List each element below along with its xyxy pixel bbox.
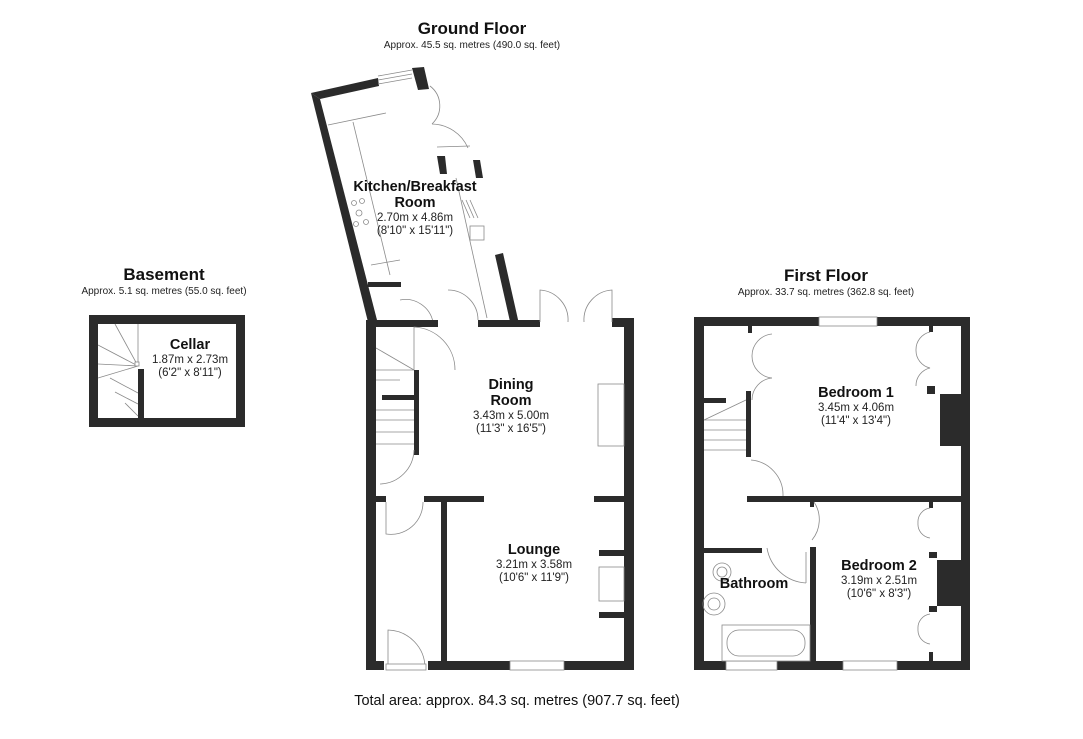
bedroom1-imperial: (11'4" x 13'4") — [821, 415, 891, 427]
ground-floor-plan: Kitchen/Breakfast Room 2.70m x 4.86m (8'… — [311, 67, 634, 671]
basin-icon — [702, 592, 726, 616]
ground-floor-area: Approx. 45.5 sq. metres (490.0 sq. feet) — [384, 40, 560, 51]
dining-label-line2: Room — [490, 393, 531, 409]
cellar-label: Cellar — [170, 337, 211, 353]
kitchen-label-line1: Kitchen/Breakfast — [353, 179, 476, 195]
bedroom1-metric: 3.45m x 4.06m — [818, 402, 894, 414]
dining-label-line1: Dining — [488, 377, 533, 393]
bedroom2-label: Bedroom 2 — [841, 558, 917, 574]
staircase-icon — [375, 326, 456, 485]
spiral-staircase-icon — [97, 323, 140, 417]
total-area: Total area: approx. 84.3 sq. metres (907… — [354, 693, 680, 709]
bedroom2-imperial: (10'6" x 8'3") — [847, 588, 912, 600]
kitchen-metric: 2.70m x 4.86m — [377, 212, 453, 224]
lounge-imperial: (10'6" x 11'9") — [499, 572, 569, 584]
toilet-icon — [712, 562, 732, 582]
ground-floor-title: Ground Floor — [418, 19, 527, 38]
kitchen-label-line2: Room — [394, 195, 435, 211]
first-floor-area: Approx. 33.7 sq. metres (362.8 sq. feet) — [738, 287, 914, 298]
basement-plan: Cellar 1.87m x 2.73m (6'2" x 8'11") — [89, 315, 245, 427]
basement-area: Approx. 5.1 sq. metres (55.0 sq. feet) — [81, 286, 246, 297]
bedroom2-metric: 3.19m x 2.51m — [841, 575, 917, 587]
dining-imperial: (11'3" x 16'5") — [476, 423, 546, 435]
bathroom-label: Bathroom — [720, 576, 788, 592]
cellar-imperial: (6'2" x 8'11") — [158, 367, 222, 379]
hob-icon — [351, 198, 369, 227]
first-floor-staircase-icon — [703, 399, 747, 451]
lounge-label: Lounge — [508, 542, 560, 558]
cellar-metric: 1.87m x 2.73m — [152, 354, 228, 366]
lounge-metric: 3.21m x 3.58m — [496, 559, 572, 571]
sink-icon — [461, 199, 485, 241]
bedroom1-label: Bedroom 1 — [818, 385, 894, 401]
dining-metric: 3.43m x 5.00m — [473, 410, 549, 422]
first-floor-plan: Bedroom 1 3.45m x 4.06m (11'4" x 13'4") … — [694, 316, 970, 671]
first-floor-title: First Floor — [784, 266, 868, 285]
kitchen-imperial: (8'10" x 15'11") — [377, 225, 453, 237]
basement-title: Basement — [123, 265, 205, 284]
bathtub-icon — [721, 624, 811, 662]
